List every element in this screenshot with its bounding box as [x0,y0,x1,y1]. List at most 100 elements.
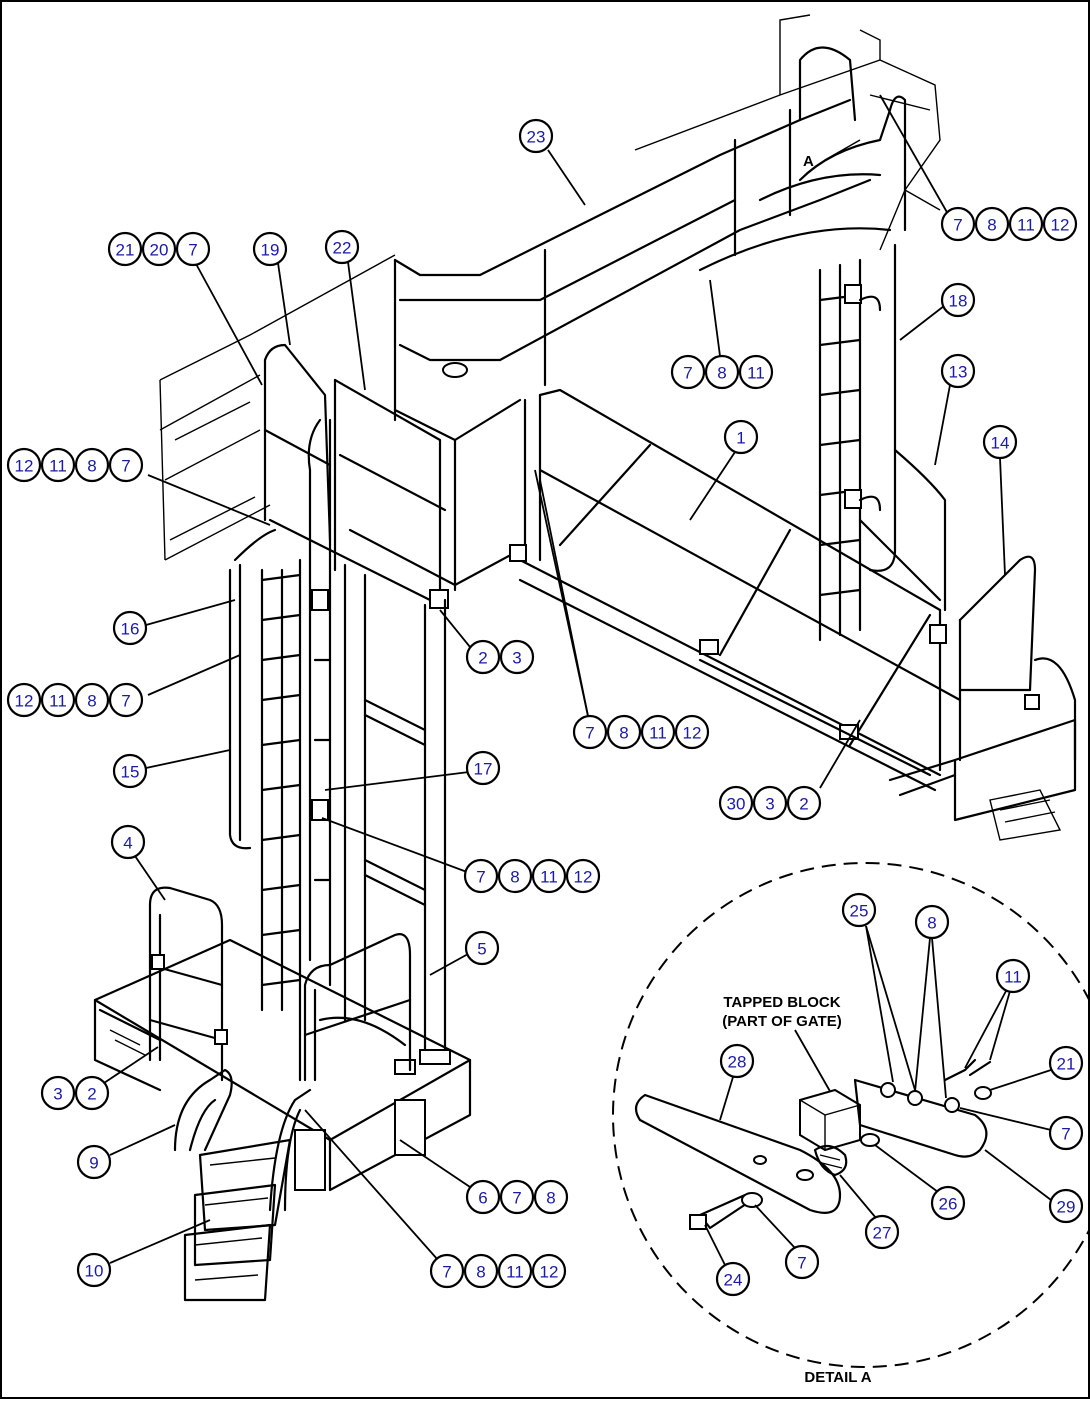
callout-circle [841,892,877,928]
callout-number: 7 [797,1254,806,1273]
leader-line [934,384,951,466]
callout-number: 23 [527,128,546,147]
callout-circle [6,682,42,718]
callout-number: 8 [87,457,96,476]
leader-line [547,149,586,206]
leader-line [839,1174,877,1219]
callout-circle [982,424,1018,460]
callout-circle [572,714,608,750]
callout-circle [565,858,601,894]
callout-circle [465,1179,501,1215]
callout-circle [74,447,110,483]
callout-circle [40,447,76,483]
center-ladder [260,418,332,1082]
callout-group-24: 24 [704,1224,751,1297]
callout-group-19: 19 [252,231,291,346]
callout-circle [1008,206,1044,242]
callout-number: 7 [121,457,130,476]
callout-group-26: 26 [874,1144,966,1221]
detail-a-title: DETAIL A [804,1369,871,1386]
leader-line [194,261,263,386]
leader-line [964,990,1007,1069]
callout-circle [6,447,42,483]
callout-number: 11 [540,868,558,887]
callout-number: 12 [15,457,34,476]
callout-circle [112,610,148,646]
callout-number: 2 [478,649,487,668]
view-a-marker: A [803,153,814,170]
machine-body [634,14,941,251]
callout-circle [738,354,774,390]
leader-line [719,1076,734,1121]
callout-group-8-detail: 8 [914,904,950,1099]
callout-circle [175,231,211,267]
leader-line [321,817,468,873]
callout-number: 7 [442,1263,451,1282]
tapped-block-label-line2: (PART OF GATE) [722,1013,841,1030]
leader-line [819,719,861,789]
callout-circle [429,1253,465,1289]
callout-number: 3 [53,1085,62,1104]
leader-line [704,1224,726,1266]
callout-circle [497,858,533,894]
callout-circle [141,231,177,267]
detail-a: DETAIL A TAPPED BLOCK (PART OF GATE) [612,862,1090,1386]
callout-number: 16 [121,620,140,639]
callout-group-29: 29 [984,1149,1084,1224]
callout-group-21-detail: 21 [989,1045,1084,1091]
leader-line [754,1204,796,1249]
callout-circle [40,682,76,718]
callout-circle [252,231,288,267]
callout-number: 12 [15,692,34,711]
callout-number: 12 [574,868,593,887]
callout-number: 2 [799,795,808,814]
callout-number: 11 [1017,216,1035,235]
callout-group-27: 27 [839,1174,900,1250]
leader-line [865,925,894,1083]
callout-number: 17 [474,760,493,779]
callout-circle [463,1253,499,1289]
callout-number: 6 [478,1189,487,1208]
callout-number: 20 [150,241,169,260]
walkway-assembly-drawing: A [93,14,1077,1302]
leader-line [429,953,469,976]
callout-number: 2 [87,1085,96,1104]
callout-circle [497,1253,533,1289]
leader-line [147,474,271,526]
callout-circle [940,282,976,318]
callout-group-10: 10 [76,1219,211,1288]
gate-hoop: A [698,46,907,272]
callout-number: 29 [1057,1198,1076,1217]
callout-circle [518,118,554,154]
callout-number: 24 [724,1271,743,1290]
right-ladder [818,243,897,642]
callout-number: 7 [476,868,485,887]
callout-group-14: 14 [982,424,1018,576]
callout-number: 19 [261,241,280,260]
leader-line [347,261,366,391]
callout-number: 7 [1061,1125,1070,1144]
callout-circle [463,858,499,894]
callout-number: 8 [717,364,726,383]
callout-group-16: 16 [112,599,236,646]
callout-number: 8 [87,692,96,711]
center-upper-platform [263,343,527,609]
callout-number: 4 [123,834,132,853]
leader-line [134,855,166,901]
callout-group-23: 23 [518,118,586,206]
callout-circle [107,231,143,267]
callout-circle [719,1043,755,1079]
callout-circle [499,639,535,675]
callout-circle [464,930,500,966]
callout-group-13: 13 [934,353,976,466]
callout-circle [930,1185,966,1221]
callout-group-17: 17 [324,750,501,791]
callout-group-11-detail: 11 [964,958,1031,1069]
callout-number: 26 [939,1195,958,1214]
callout-number: 12 [683,724,702,743]
